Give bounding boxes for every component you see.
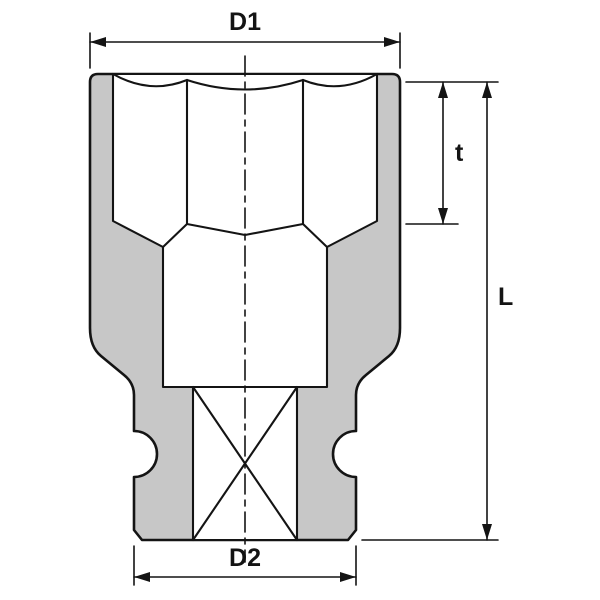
dimension-d2: D2 — [133, 544, 357, 586]
t-arrow-down-icon — [438, 208, 448, 224]
t-label: t — [455, 139, 464, 167]
drawing-root: D1 t L D2 — [88, 8, 513, 586]
l-arrow-down-icon — [482, 524, 492, 540]
d2-arrow-right-icon — [340, 572, 356, 582]
top-chamfer-scallops-icon — [111, 72, 379, 91]
dimension-l: L — [361, 81, 513, 541]
d1-label: D1 — [229, 8, 261, 36]
l-label: L — [498, 283, 513, 311]
d1-arrow-left-icon — [90, 37, 106, 47]
d1-arrow-right-icon — [384, 37, 400, 47]
dimension-t: t — [405, 81, 499, 225]
l-arrow-up-icon — [482, 82, 492, 98]
d2-label: D2 — [229, 544, 261, 572]
socket-inner-recess — [111, 72, 379, 389]
t-arrow-up-icon — [438, 82, 448, 98]
dimension-d1: D1 — [89, 8, 401, 69]
d2-arrow-left-icon — [134, 572, 150, 582]
